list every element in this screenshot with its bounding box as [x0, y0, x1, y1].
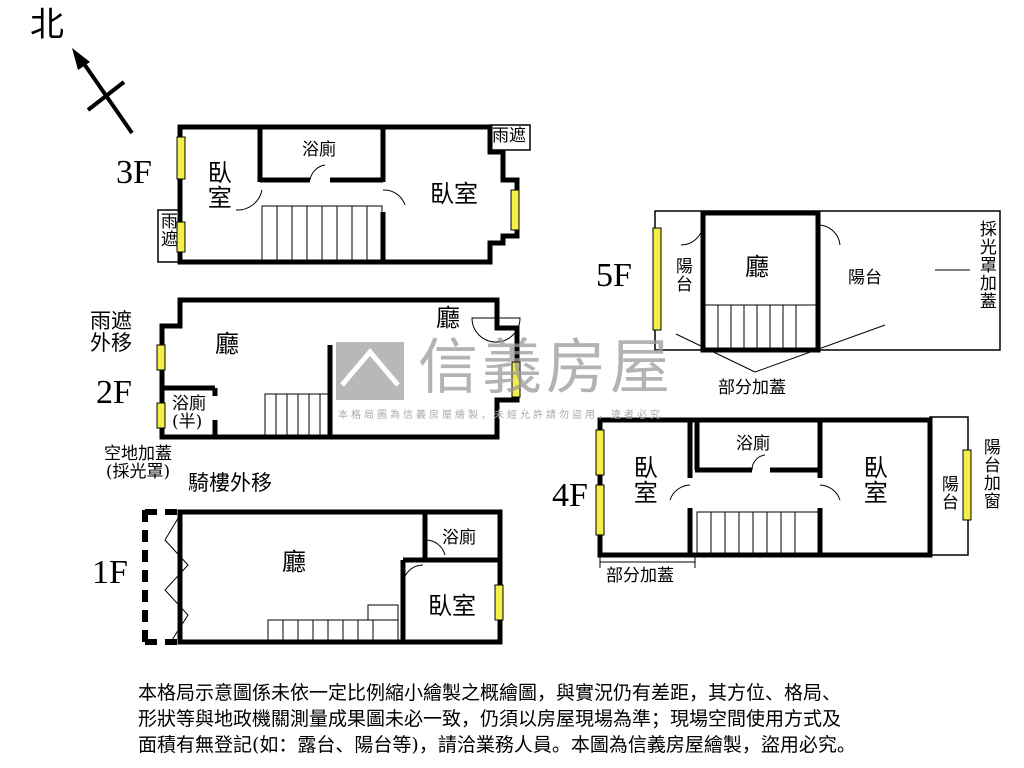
room-label: 部分加蓋 [606, 566, 674, 586]
floor-5f-plan [652, 210, 1001, 373]
room-label: 空地加蓋(採光罩) [104, 444, 172, 482]
north-arrow [72, 48, 134, 135]
room-label: 廳 [215, 330, 239, 358]
floor-label-5f: 5F [596, 257, 632, 294]
room-label: 臥室 [203, 160, 232, 210]
room-label: 臥室 [428, 592, 476, 620]
disclaimer-line: 面積有無登記(如：露台、陽台等)，請洽業務人員。本圖為信義房屋繪製，盜用必究。 [138, 734, 856, 756]
disclaimer-line: 本格局示意圖係未依一定比例縮小繪製之概繪圖，與實況仍有差距，其方位、格局、 [138, 682, 842, 704]
floor-4f-plan [595, 416, 972, 568]
disclaimer-line: 形狀等與地政機關測量成果圖未必一致，仍須以房屋現場為準；現場空間使用方式及 [138, 708, 842, 730]
floor-label-3f: 3F [116, 154, 152, 191]
room-label: 臥室 [430, 180, 478, 208]
floor-label-2f: 2F [96, 374, 132, 411]
floor-1f-plan [142, 509, 504, 645]
floor-2f-plan [156, 297, 521, 440]
room-label: 雨遮 [156, 212, 177, 248]
room-label: 廳 [436, 304, 460, 332]
watermark-notice: 本格局圖為信義房屋繪製，未經允許請勿盜用，違者必究 [338, 410, 663, 421]
watermark-logo-icon [336, 342, 404, 400]
room-label: 浴廁 [442, 528, 476, 548]
watermark-brand: 信義房屋 [418, 333, 674, 403]
room-label: 浴廁 [736, 434, 770, 454]
room-label: 廳 [745, 253, 769, 281]
room-label: 浴廁(半) [172, 394, 206, 432]
room-label: 陽台加窗 [979, 438, 1000, 510]
room-label: 採光罩加蓋 [975, 220, 996, 310]
room-label: 陽台 [937, 475, 958, 511]
room-label: 騎樓外移 [188, 471, 272, 495]
room-label: 陽台 [848, 268, 882, 288]
room-label: 雨遮 [492, 126, 526, 146]
room-label: 臥室 [629, 455, 658, 505]
floor-label-4f: 4F [552, 477, 588, 514]
room-label: 部分加蓋 [718, 378, 786, 398]
disclaimer: 本格局示意圖係未依一定比例縮小繪製之概繪圖，與實況仍有差距，其方位、格局、 形狀… [138, 680, 856, 758]
north-label: 北 [30, 7, 64, 44]
room-label: 臥室 [859, 455, 888, 505]
room-label: 雨遮外移 [90, 309, 132, 356]
room-label: 浴廁 [302, 140, 336, 160]
room-label: 陽台 [671, 257, 692, 293]
room-label: 廳 [282, 548, 306, 576]
floor-3f-plan [157, 124, 531, 265]
floor-label-1f: 1F [92, 554, 128, 591]
